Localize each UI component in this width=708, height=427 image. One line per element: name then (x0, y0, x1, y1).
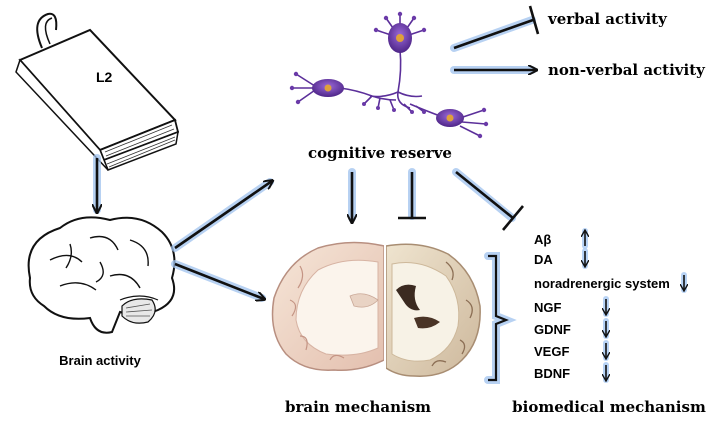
marker-name: GDNF (534, 322, 571, 337)
arrow-brain-to-cognitive-reserve (171, 178, 272, 252)
brain-icon (27, 216, 176, 334)
bracket (484, 252, 517, 384)
marker-name: VEGF (534, 344, 569, 359)
marker-row: noradrenergic system (534, 272, 684, 293)
inhibit-cognitive-reserve-to-biomedical (452, 168, 524, 231)
inhibit-cognitive-reserve-to-slice (398, 168, 426, 220)
brain-slice-icon (271, 241, 481, 378)
marker-row: DA (534, 248, 585, 269)
marker-row: VEGF (534, 340, 606, 361)
inhibit-verbal-activity (450, 5, 540, 52)
book-label: L2 (96, 69, 113, 85)
marker-name: BDNF (534, 366, 570, 381)
verbal-activity-label: verbal activity (547, 10, 668, 28)
brain-activity-label: Brain activity (59, 353, 141, 368)
marker-name: Aβ (534, 232, 551, 247)
marker-name: noradrenergic system (534, 276, 670, 291)
brain-mechanism-label: brain mechanism (285, 398, 431, 416)
biomedical-mechanism-label: biomedical mechanism (512, 398, 706, 416)
marker-row: Aβ (534, 228, 585, 249)
marker-row: GDNF (534, 318, 606, 339)
cognitive-reserve-label: cognitive reserve (308, 144, 452, 162)
marker-row: NGF (534, 296, 606, 317)
non-verbal-activity-label: non-verbal activity (548, 61, 706, 79)
neuron-bodies (289, 11, 489, 139)
arrow-brain-to-brain-mechanism (171, 260, 264, 302)
book-icon (15, 12, 180, 171)
marker-name: DA (534, 252, 553, 267)
marker-name: NGF (534, 300, 562, 315)
marker-row: BDNF (534, 362, 606, 383)
